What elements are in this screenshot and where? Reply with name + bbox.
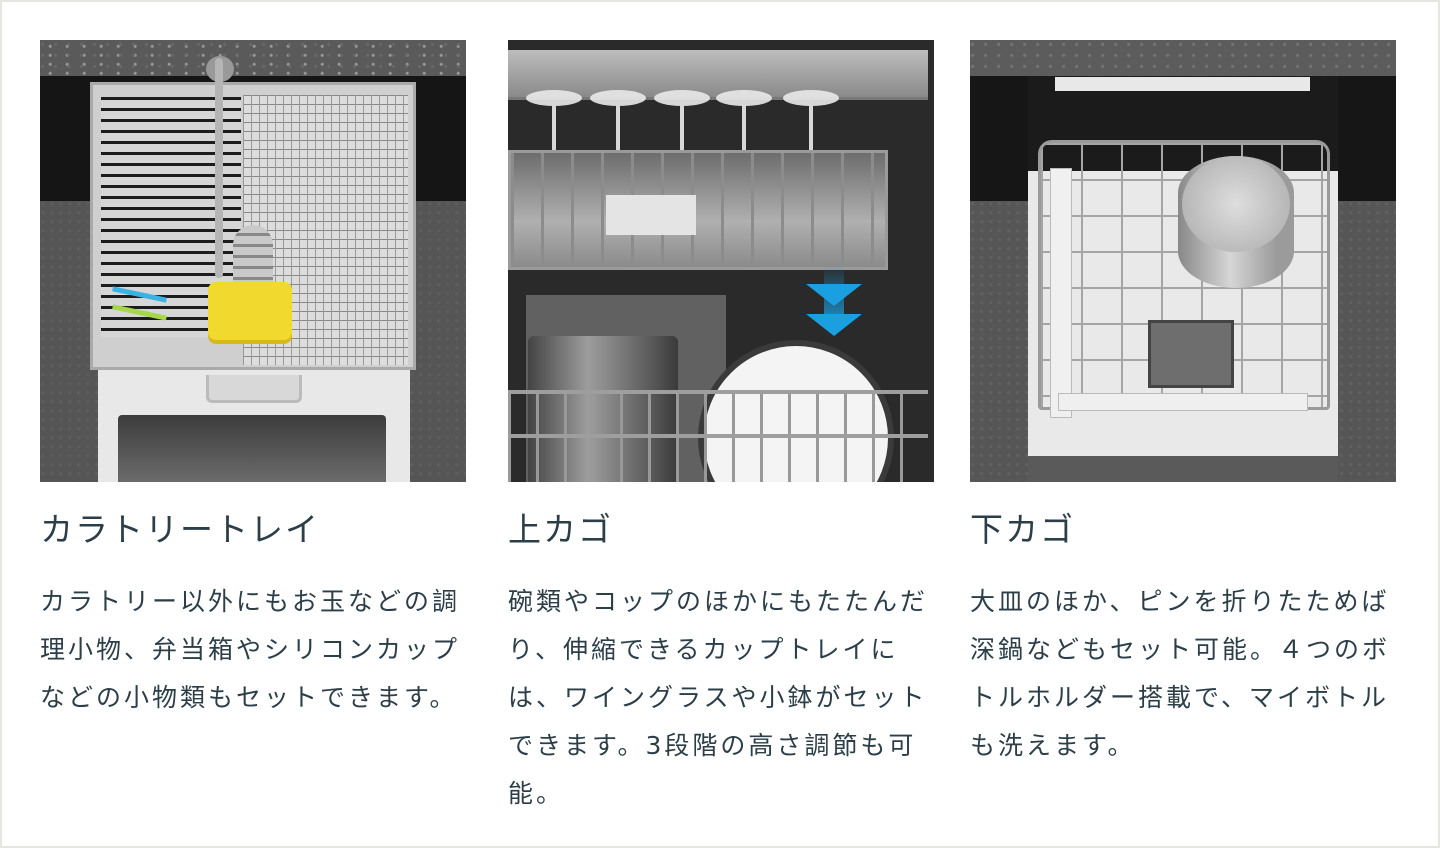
lower-basket-photo xyxy=(970,40,1396,482)
feature-heading: 下カゴ xyxy=(970,510,1075,549)
feature-description: 大皿のほか、ピンを折りたためば深鍋などもセット可能。４つのボトルホルダー搭載で、… xyxy=(970,587,1391,760)
feature-description: カラトリー以外にもお玉などの調理小物、弁当箱やシリコンカップなどの小物類もセット… xyxy=(40,587,461,712)
door-handle xyxy=(206,375,302,403)
side-panel xyxy=(1050,168,1072,418)
feature-description: 碗類やコップのほかにもたたんだり、伸縮できるカップトレイには、ワイングラスや小鉢… xyxy=(508,587,929,808)
feature-lower-basket: 下カゴ 大皿のほか、ピンを折りたためば深鍋などもセット可能。４つのボトルホルダー… xyxy=(970,40,1396,770)
glass-stem xyxy=(680,102,684,154)
tub-interior xyxy=(118,415,386,482)
detergent-dispenser xyxy=(1148,320,1234,388)
dishwasher-door xyxy=(98,360,410,482)
glass-stem xyxy=(616,102,620,154)
countertop xyxy=(970,40,1396,76)
yellow-lunchbox xyxy=(208,282,292,340)
feature-cutlery-tray: カラトリートレイ カラトリー以外にもお玉などの調理小物、弁当箱やシリコンカップな… xyxy=(40,40,466,722)
down-arrow-icon xyxy=(806,314,862,336)
cutlery-tray-photo xyxy=(40,40,466,482)
down-arrow-icon xyxy=(806,284,862,306)
feature-upper-basket: 上カゴ 碗類やコップのほかにもたたんだり、伸縮できるカップトレイには、ワイングラ… xyxy=(508,40,934,818)
feature-heading: カラトリートレイ xyxy=(40,510,320,549)
ladle-handle xyxy=(215,58,223,278)
wine-glass xyxy=(526,90,582,106)
upper-basket-photo xyxy=(508,40,934,482)
wine-glass xyxy=(590,90,646,106)
pot-bottom xyxy=(1182,156,1290,252)
rack-clip xyxy=(606,195,696,235)
glass-stem xyxy=(552,102,556,154)
lower-rack xyxy=(508,390,928,482)
wine-glass xyxy=(654,90,710,106)
wine-glass xyxy=(783,90,839,106)
wine-glass xyxy=(716,90,772,106)
feature-heading: 上カゴ xyxy=(508,510,613,549)
glass-stem xyxy=(809,102,813,154)
glass-stem xyxy=(742,102,746,154)
control-bar xyxy=(1055,77,1310,91)
upper-basket-rack xyxy=(508,150,888,270)
front-panel xyxy=(1058,393,1308,411)
countertop xyxy=(40,40,466,76)
